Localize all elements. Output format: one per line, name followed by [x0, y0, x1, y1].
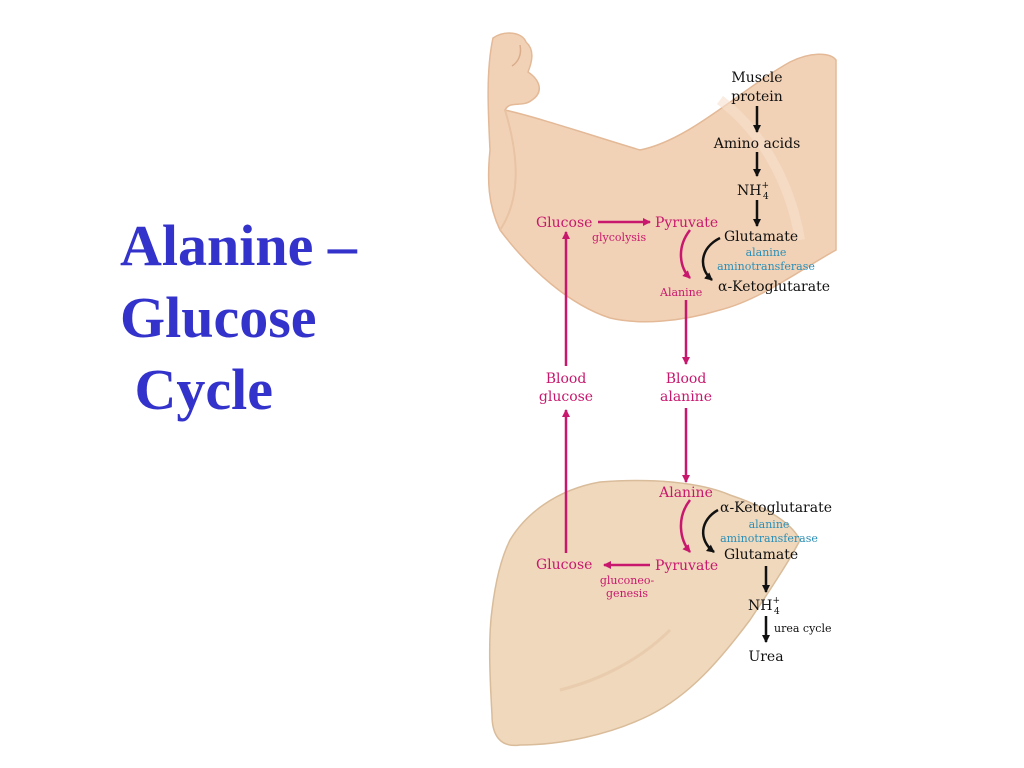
label-blood-glucose-2: glucose — [539, 389, 593, 405]
label-muscle-enzyme-2: aminotransferase — [717, 260, 815, 273]
label-urea-cycle: urea cycle — [774, 622, 831, 635]
arrow-ketoglutarate-to-glutamate — [702, 508, 719, 553]
label-blood-alanine-1: Blood — [666, 371, 707, 387]
liver-illustration — [488, 479, 801, 747]
label-muscle-nh4: NH+4 — [737, 181, 769, 202]
label-amino-acids: Amino acids — [713, 136, 801, 152]
label-liver-pyruvate: Pyruvate — [655, 558, 718, 574]
label-liver-enzyme-1: alanine — [749, 518, 790, 531]
arrow-alanine-to-pyruvate — [679, 499, 692, 553]
label-muscle-glutamate: Glutamate — [724, 229, 798, 245]
label-glycolysis: glycolysis — [592, 231, 646, 244]
blood-labels: Blood glucose Blood alanine — [539, 371, 712, 405]
label-muscle-enzyme-1: alanine — [746, 246, 787, 259]
liver-pathway-arrows — [603, 499, 770, 643]
label-blood-alanine-2: alanine — [660, 389, 712, 405]
arrow-glutamate-to-ketoglutarate — [701, 236, 721, 281]
label-liver-nh4: NH+4 — [748, 596, 780, 617]
title-line-3: Cycle — [120, 357, 274, 422]
label-muscle-pyruvate: Pyruvate — [655, 215, 718, 231]
label-liver-glucose: Glucose — [536, 557, 592, 573]
liver-labels: Alanine α-Ketoglutarate alanine aminotra… — [536, 485, 832, 665]
label-gluconeogenesis-1: gluconeo- — [600, 574, 655, 587]
label-gluconeogenesis-2: genesis — [606, 587, 648, 600]
muscle-labels: Muscle protein Amino acids NH+4 Glucose … — [536, 70, 830, 299]
label-muscle-ketoglutarate: α-Ketoglutarate — [718, 279, 830, 295]
label-liver-enzyme-2: aminotransferase — [720, 532, 818, 545]
arrow-pyruvate-to-alanine — [679, 229, 692, 279]
muscle-pathway-arrows — [598, 106, 761, 281]
title-line-1: Alanine – — [120, 213, 357, 278]
label-muscle-protein-1: Muscle — [731, 70, 782, 86]
slide-title: Alanine – Glucose Cycle — [120, 210, 420, 426]
label-urea: Urea — [748, 649, 783, 665]
label-liver-glutamate: Glutamate — [724, 547, 798, 563]
label-muscle-glucose: Glucose — [536, 215, 592, 231]
arm-illustration — [487, 32, 837, 323]
title-line-2: Glucose — [120, 285, 317, 350]
label-liver-alanine: Alanine — [658, 485, 713, 501]
blood-arrows — [562, 231, 690, 553]
label-liver-ketoglutarate: α-Ketoglutarate — [720, 500, 832, 516]
label-muscle-alanine: Alanine — [659, 286, 702, 299]
label-muscle-protein-2: protein — [731, 89, 783, 105]
label-blood-glucose-1: Blood — [546, 371, 587, 387]
